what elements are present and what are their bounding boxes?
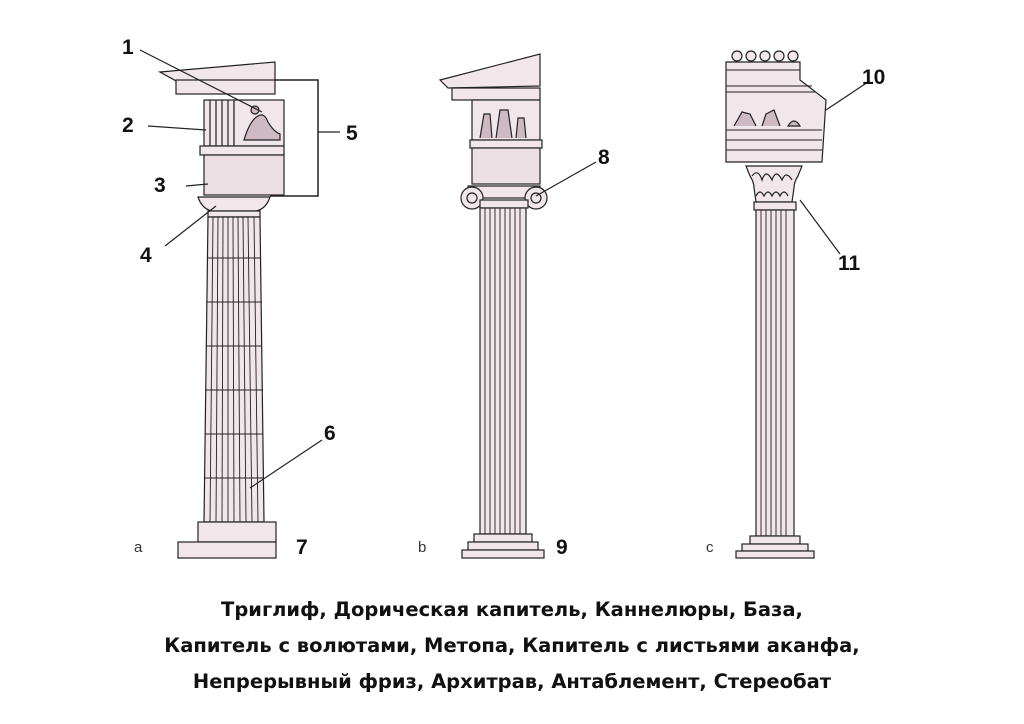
label-6: 6 — [324, 422, 336, 445]
panel-letter-c: c — [706, 539, 714, 556]
columns-diagram: 1 2 3 4 5 6 7 8 9 10 11 a b c — [122, 36, 885, 559]
ionic-volute-left — [460, 186, 484, 210]
label-11: 11 — [838, 252, 861, 275]
ionic-pediment — [438, 53, 541, 89]
metope-relief — [243, 114, 281, 141]
doric-column — [157, 61, 285, 559]
label-2: 2 — [122, 114, 134, 137]
panel-letter-b: b — [418, 539, 426, 556]
label-3: 3 — [154, 174, 166, 197]
label-numbers: 1 2 3 4 5 6 7 8 9 10 11 — [122, 36, 885, 559]
caption-line-2: Капитель с волютами, Метопа, Капитель с … — [164, 634, 860, 657]
doric-stylobate — [197, 521, 277, 543]
corinthian-shaft — [755, 209, 795, 537]
caption-line-3: Непрерывный фриз, Архитрав, Антаблемент,… — [192, 670, 832, 693]
ionic-base — [473, 533, 533, 543]
label-5: 5 — [346, 122, 358, 145]
doric-triglyph — [203, 99, 235, 147]
corinthian-entablature — [725, 61, 827, 163]
leader-lines — [139, 49, 869, 489]
corinthian-base — [749, 535, 801, 545]
doric-cornice — [157, 61, 276, 83]
doric-cornice-band — [175, 79, 276, 95]
ionic-shaft — [479, 207, 527, 535]
entablature-bracket — [270, 79, 319, 197]
label-4: 4 — [140, 244, 152, 267]
panel-letters: a b c — [134, 539, 714, 556]
ionic-architrave — [471, 147, 541, 185]
doric-capital — [197, 196, 271, 212]
label-7: 7 — [296, 536, 308, 559]
acanthus-capital — [745, 165, 803, 203]
continuous-frieze-relief — [733, 109, 802, 127]
panel-letter-a: a — [134, 539, 143, 556]
caption-line-1: Триглиф, Дорическая капитель, Каннелюры,… — [221, 598, 803, 621]
label-10: 10 — [862, 66, 885, 89]
term-list-caption: Триглиф, Дорическая капитель, Каннелюры,… — [0, 592, 1024, 700]
corinthian-column — [725, 50, 827, 559]
label-8: 8 — [598, 146, 610, 169]
antefix-row — [731, 50, 799, 62]
doric-architrave — [203, 154, 285, 196]
ionic-column — [438, 53, 548, 559]
label-1: 1 — [122, 36, 134, 59]
label-9: 9 — [556, 536, 568, 559]
